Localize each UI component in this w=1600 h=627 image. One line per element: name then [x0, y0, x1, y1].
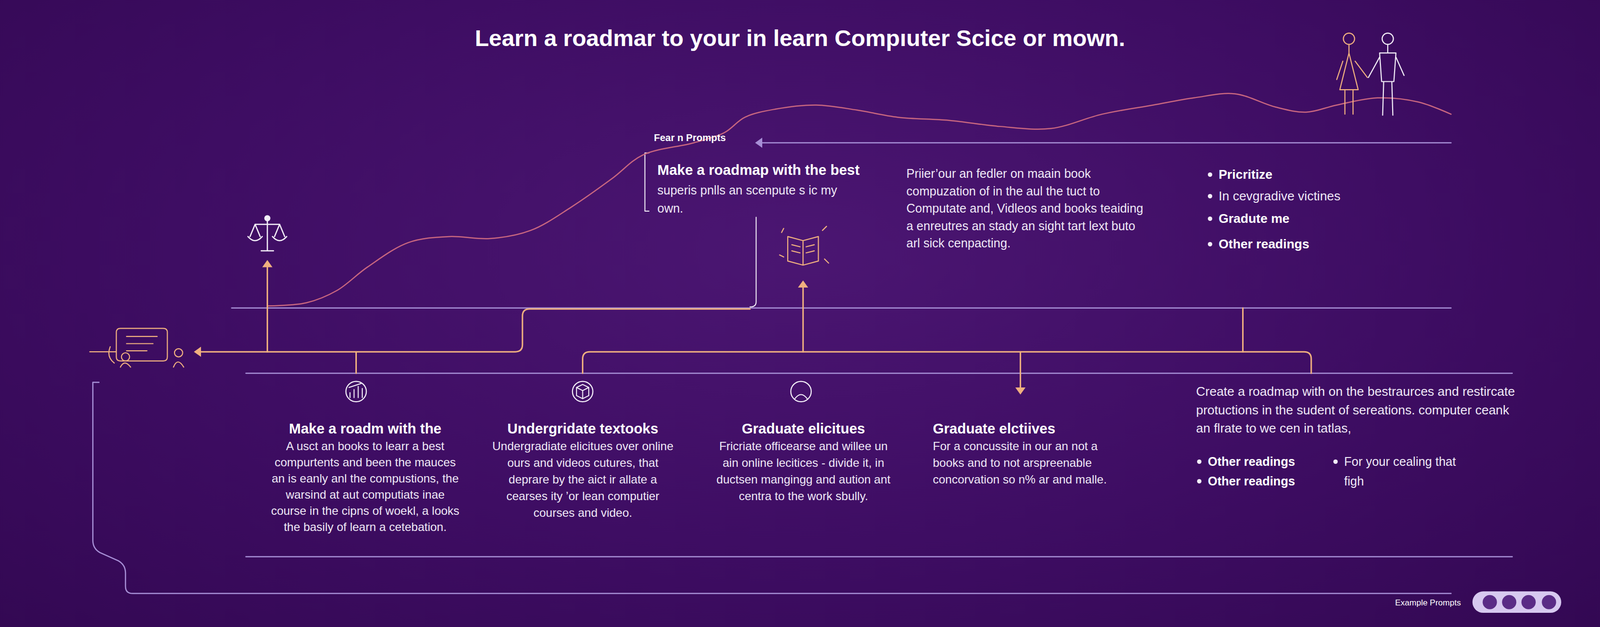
arrow-head	[754, 137, 763, 149]
step-icon	[576, 384, 589, 400]
node-heading: Undergridate textooks	[479, 420, 686, 438]
callout-block: Make a roadmap with the bestsuperis pnll…	[657, 160, 893, 218]
node-body: For a concussite in our an not a books a…	[932, 438, 1125, 489]
social-icon	[1501, 595, 1517, 610]
couple-figure	[1368, 45, 1405, 116]
bullet-text: Pricritize	[1218, 165, 1405, 184]
node-body: superis pnlls an scenpute s ic my own.	[657, 181, 854, 218]
flow-bus	[582, 351, 1312, 374]
node-body: A usct an books to learr a best compurte…	[267, 438, 464, 536]
step-icon	[346, 381, 367, 403]
arrow-head	[798, 280, 809, 288]
divider-line	[246, 556, 1513, 558]
people-icon	[108, 347, 184, 368]
bullet-dot	[1197, 459, 1202, 465]
section-label: Fear n Prompts	[653, 132, 726, 144]
social-icon	[1541, 595, 1556, 610]
bullet-dot	[1207, 242, 1213, 247]
bullet-dot	[1207, 216, 1213, 222]
people-icon	[174, 349, 183, 358]
bullet-text: For your cealing that figh	[1344, 451, 1479, 492]
bullet-list: Pricritize In cevgradive victinesGradute …	[1203, 165, 1410, 254]
step-icon	[349, 383, 363, 399]
step-column: Graduate elctiivesFor a concussite in ou…	[932, 420, 1139, 499]
bullet-text: Other readings	[1218, 235, 1405, 253]
node-body: Fricriate officearse and willee un ain o…	[710, 438, 897, 505]
node-heading: Graduate elctiives	[932, 420, 1139, 438]
step-column: Graduate elicituesFricriate officearse a…	[700, 420, 907, 528]
bullet-text: Other readings	[1207, 471, 1326, 492]
progress-wave	[267, 93, 1451, 307]
divider-line	[246, 373, 1513, 375]
arrow-head	[262, 260, 273, 268]
document-icon	[89, 328, 168, 362]
bullet-dot	[1197, 479, 1202, 484]
text-block: Priier’our an fedler on maain book compu…	[906, 165, 1147, 274]
social-icon	[1521, 595, 1536, 610]
bullet-dot	[1207, 172, 1213, 177]
couple-figure	[1336, 45, 1368, 115]
bullet-text: Gradute me	[1218, 209, 1405, 228]
flow-bus	[200, 309, 750, 353]
scale-icon	[264, 215, 271, 222]
step-icon	[572, 381, 594, 403]
summary-block: Create a roadmap with on the bestraurces…	[1196, 382, 1530, 506]
flow-branch	[355, 351, 357, 374]
flow-branch	[802, 287, 804, 352]
step-icon	[790, 381, 812, 403]
divider-line	[231, 307, 1452, 309]
book-icon	[779, 226, 829, 266]
leader-line	[750, 217, 757, 307]
step-icon	[795, 385, 808, 400]
flow-branch	[1242, 308, 1244, 353]
node-heading: Make a roadm with the	[262, 420, 469, 438]
couple-figure	[1343, 33, 1355, 45]
footer-label: Example Prompts	[1395, 598, 1461, 609]
bullet-text: In cevgradive victines	[1218, 187, 1405, 205]
step-column: Undergridate textooksUndergradiate elici…	[479, 420, 686, 528]
people-icon	[121, 352, 130, 362]
bracket	[645, 152, 650, 212]
flow-line	[760, 142, 1451, 144]
arrow-head	[194, 347, 202, 358]
node-body: Undergradiate elicitues over online ours…	[489, 438, 676, 522]
scale-icon	[248, 218, 287, 252]
step-column: Make a roadm with theA usct an books to …	[262, 420, 469, 558]
social-pill	[1472, 591, 1562, 614]
social-icon	[1482, 595, 1498, 610]
node-heading: Graduate elicitues	[700, 420, 907, 438]
node-body: Create a roadmap with on the bestraurces…	[1196, 382, 1523, 439]
bullet-dot	[1207, 194, 1213, 199]
bullet-text: Other readings	[1207, 451, 1326, 472]
flow-branch	[1019, 351, 1022, 388]
diagram-title: Learn a roadmar to your in learn Compıut…	[0, 24, 1600, 52]
flow-branch	[266, 267, 269, 352]
node-body: Priier’our an fedler on maain book compu…	[906, 165, 1147, 253]
arrow-head	[1015, 387, 1026, 396]
couple-figure	[1382, 33, 1394, 45]
bullet-dot	[1333, 459, 1338, 465]
node-heading: Make a roadmap with the best	[657, 160, 893, 180]
